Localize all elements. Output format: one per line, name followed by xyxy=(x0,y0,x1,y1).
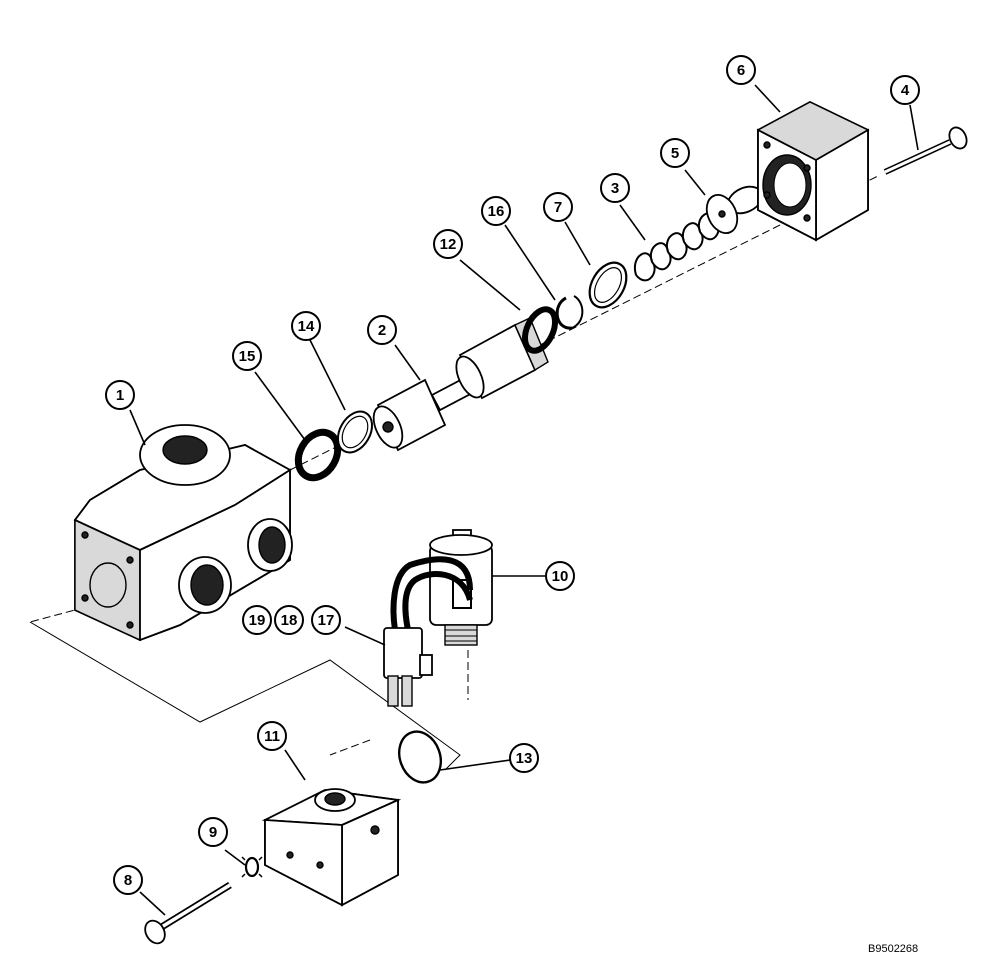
callout-13-label: 13 xyxy=(516,750,533,767)
callout-16-label: 16 xyxy=(488,203,505,220)
end-cap-6 xyxy=(756,100,870,242)
callout-14-label: 14 xyxy=(298,318,315,335)
leader-lines xyxy=(129,84,919,916)
callout-18: 18 xyxy=(274,605,304,635)
lock-washer-9 xyxy=(241,856,263,878)
callout-14: 14 xyxy=(291,311,321,341)
cap-screw-8 xyxy=(144,882,232,945)
spring-3 xyxy=(633,212,720,282)
wire-harness xyxy=(390,556,473,631)
callout-18-label: 18 xyxy=(281,612,298,629)
callout-15: 15 xyxy=(232,341,262,371)
cap-screw-4 xyxy=(883,126,968,175)
washer-7 xyxy=(588,261,628,309)
adapter-block-11 xyxy=(261,788,402,907)
callout-7: 7 xyxy=(543,192,573,222)
drawing-code: B9502268 xyxy=(868,943,918,955)
callout-2: 2 xyxy=(367,315,397,345)
callout-10: 10 xyxy=(545,561,575,591)
callout-5: 5 xyxy=(660,138,690,168)
callout-4-label: 4 xyxy=(901,82,910,99)
callout-5-label: 5 xyxy=(671,145,679,162)
callout-6: 6 xyxy=(726,55,756,85)
connector-17 xyxy=(383,627,433,707)
callout-6-label: 6 xyxy=(737,62,745,79)
callout-11: 11 xyxy=(257,721,287,751)
callout-9: 9 xyxy=(198,817,228,847)
callout-8-label: 8 xyxy=(124,872,132,889)
callout-11-label: 11 xyxy=(264,728,280,745)
callout-1-label: 1 xyxy=(116,387,124,404)
callout-10-label: 10 xyxy=(552,568,569,585)
callout-2-label: 2 xyxy=(378,322,386,339)
valve-body xyxy=(73,424,293,642)
seal-ring-12 xyxy=(521,306,559,354)
callout-16: 16 xyxy=(481,196,511,226)
callout-3-label: 3 xyxy=(611,180,619,197)
callout-9-label: 9 xyxy=(209,824,217,841)
callout-12-label: 12 xyxy=(440,236,457,253)
callout-19-label: 19 xyxy=(249,612,266,629)
backup-ring-14 xyxy=(336,410,374,454)
o-ring-13 xyxy=(398,730,442,784)
callout-4: 4 xyxy=(890,75,920,105)
spool xyxy=(372,317,549,452)
callout-3: 3 xyxy=(600,173,630,203)
callout-15-label: 15 xyxy=(239,348,256,365)
spring-seat-5 xyxy=(705,185,763,234)
callout-1: 1 xyxy=(105,380,135,410)
callout-17: 17 xyxy=(311,605,341,635)
snap-ring-16 xyxy=(555,295,584,330)
o-ring-15 xyxy=(294,428,342,482)
callout-13: 13 xyxy=(509,743,539,773)
callout-19: 19 xyxy=(242,605,272,635)
callout-8: 8 xyxy=(113,865,143,895)
callout-7-label: 7 xyxy=(554,199,562,216)
callout-12: 12 xyxy=(433,229,463,259)
callout-17-label: 17 xyxy=(318,612,335,629)
